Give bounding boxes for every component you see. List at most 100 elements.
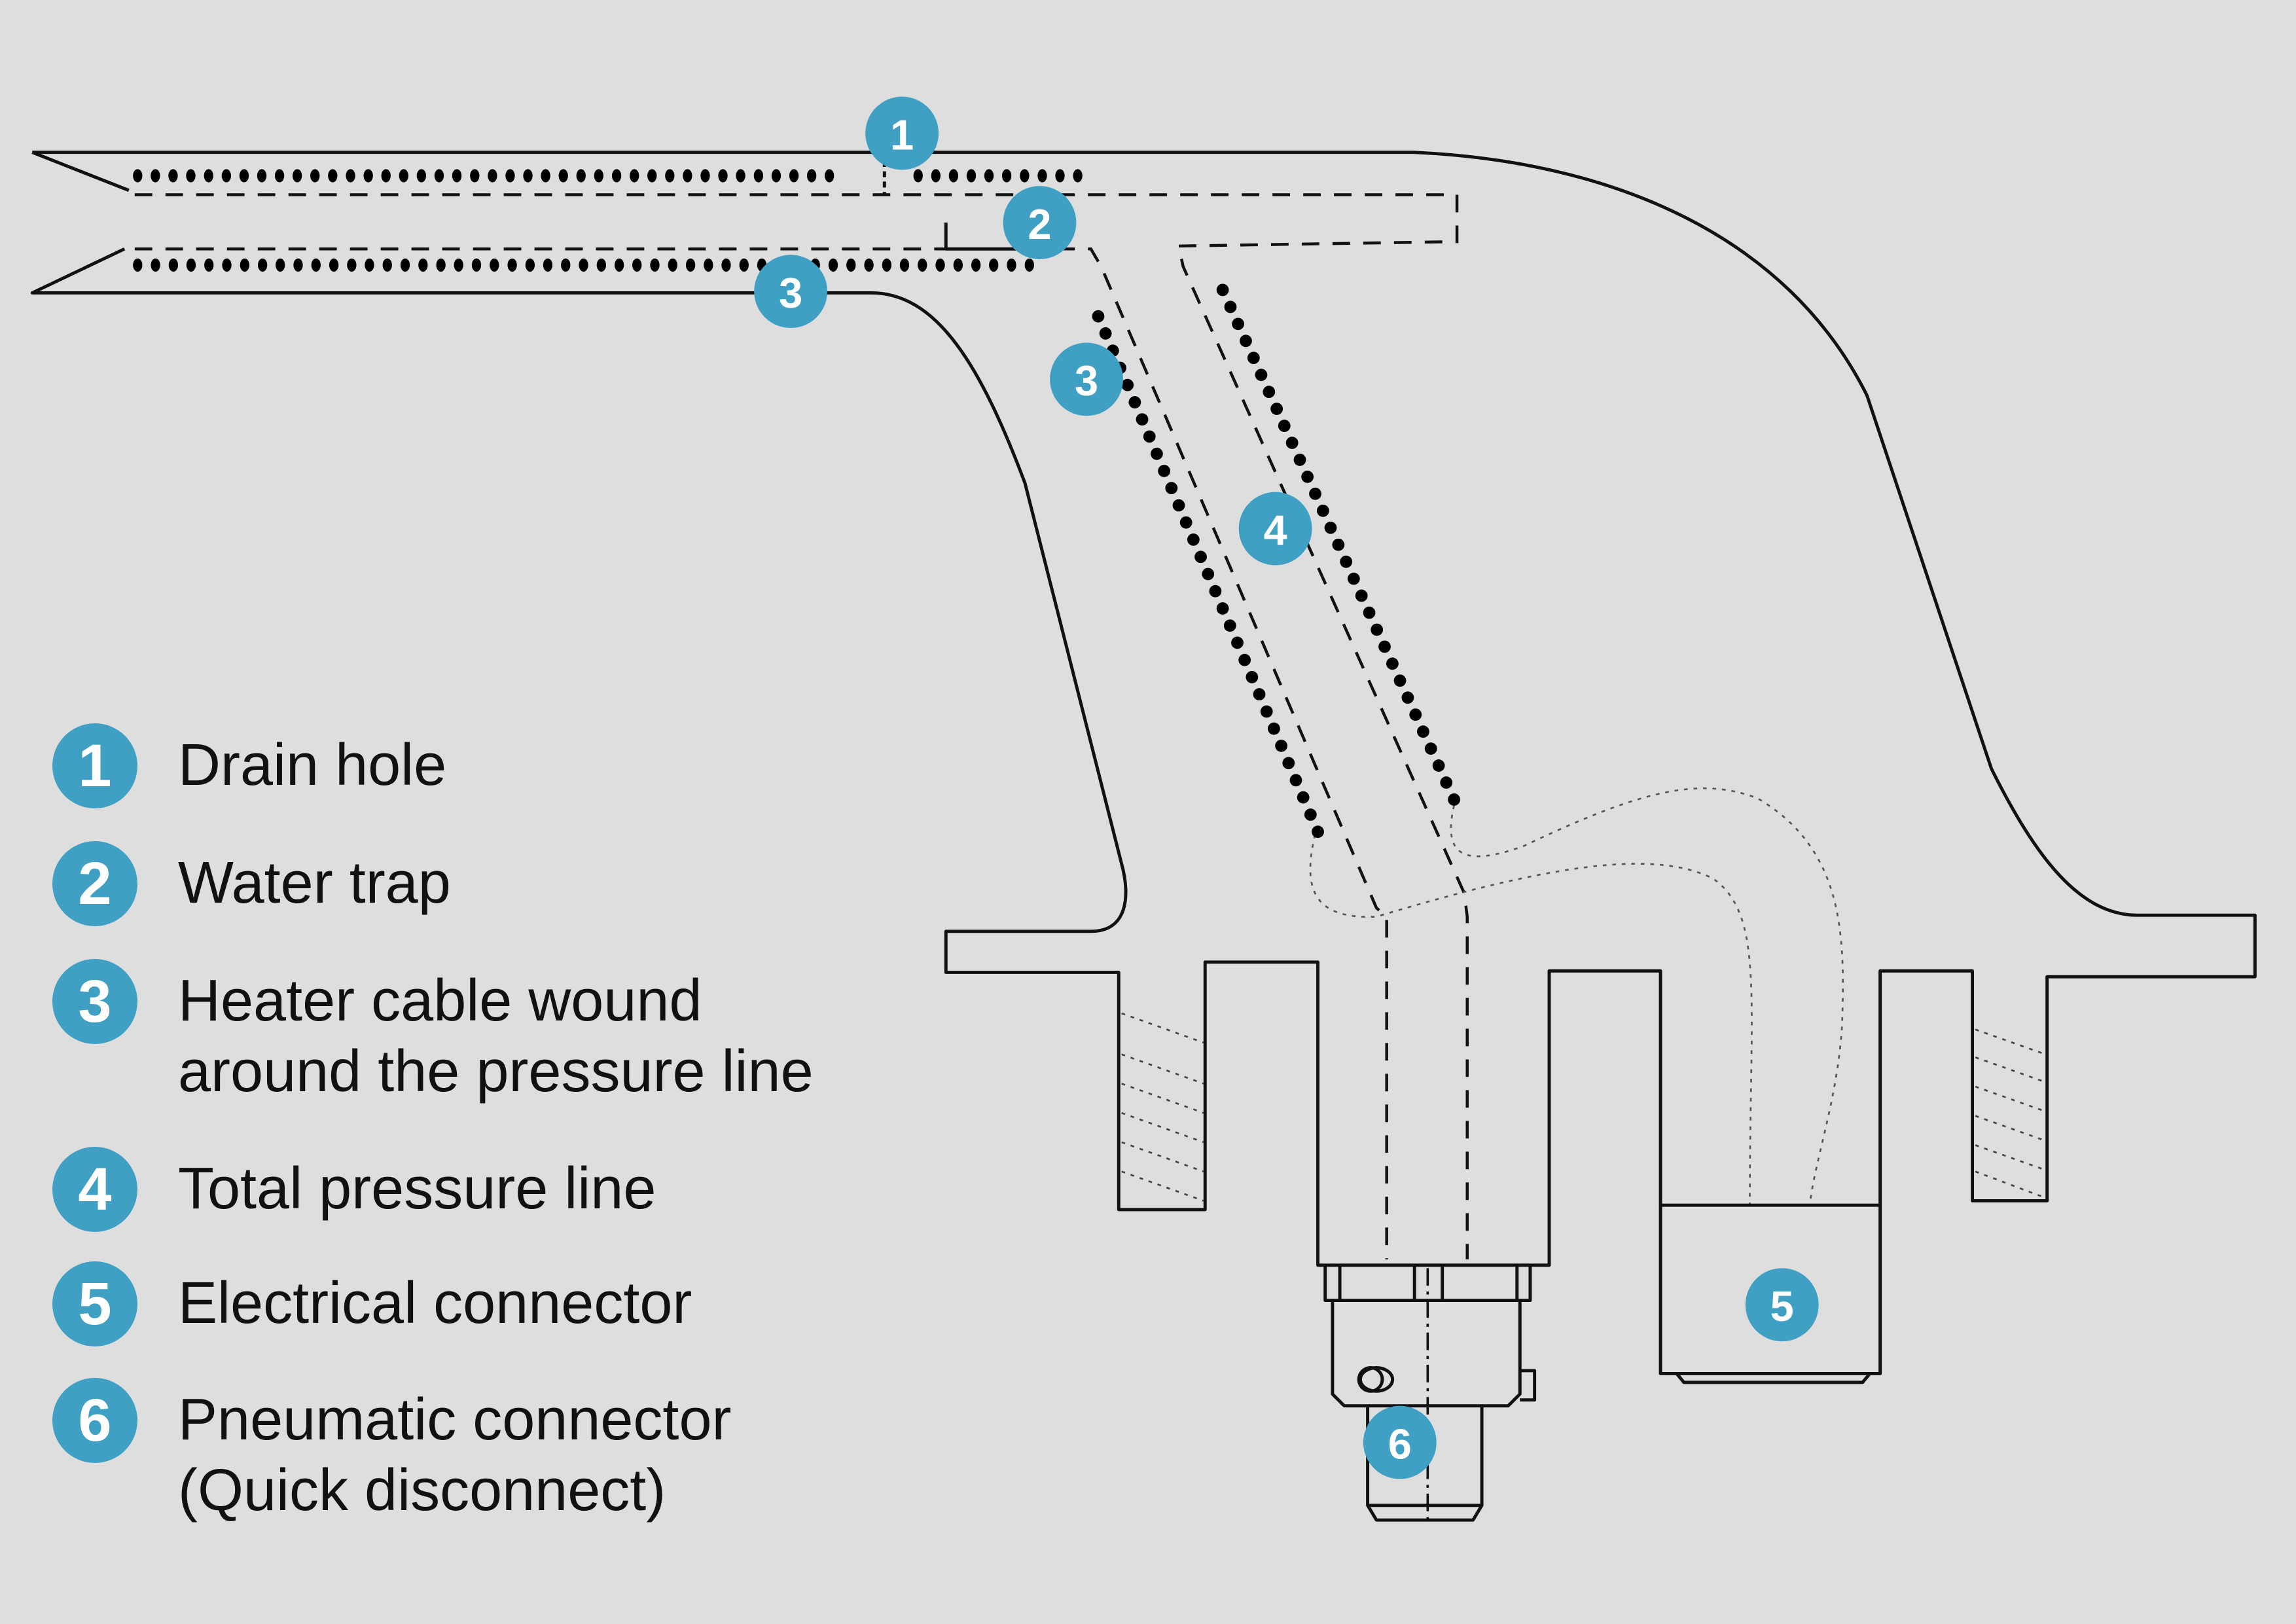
heater-dot	[1270, 403, 1283, 416]
legend-item-water-trap: 2 Water trap	[52, 841, 451, 926]
pressure-channel-upper	[134, 193, 1469, 1259]
heater-dot	[454, 258, 463, 272]
heater-dot	[470, 169, 480, 183]
legend-item-pneumatic-connector: 6 Pneumatic connector (Quick disconnect)	[52, 1378, 731, 1526]
heater-dot	[579, 258, 588, 272]
heater-dot	[650, 258, 660, 272]
probe-body-outline	[30, 151, 2257, 1267]
heater-dot	[935, 258, 945, 272]
heater-dot	[1165, 482, 1178, 495]
heater-dot	[1020, 169, 1030, 183]
heater-dot	[274, 169, 285, 183]
heater-dot	[913, 169, 923, 183]
heater-dot	[186, 169, 196, 183]
heater-dot	[668, 258, 677, 272]
heater-dot	[436, 258, 446, 272]
heater-dot	[1278, 420, 1291, 432]
heater-dot	[1275, 739, 1287, 752]
heater-dot	[488, 169, 497, 183]
pressure-channel-lower	[134, 247, 1388, 1259]
heater-dot	[1253, 688, 1266, 701]
heater-dot	[1260, 705, 1273, 718]
heater-dot	[1143, 430, 1156, 443]
heater-dot	[753, 169, 764, 183]
heater-dot	[665, 169, 675, 183]
heater-dot	[1409, 708, 1422, 721]
heater-dot	[204, 258, 214, 272]
heater-dot	[1246, 671, 1259, 683]
legend-label: Total pressure line	[178, 1156, 656, 1221]
heater-dot	[561, 258, 571, 272]
heater-dot	[736, 169, 745, 183]
legend-label: Water trap	[178, 850, 451, 916]
heater-dot	[507, 258, 517, 272]
heater-dot	[1355, 589, 1368, 602]
heater-dot	[382, 258, 392, 272]
heater-dot	[771, 169, 781, 183]
heater-dot	[1312, 825, 1324, 839]
heater-dot	[541, 169, 550, 183]
heater-dot	[1092, 310, 1105, 323]
heater-dot	[490, 258, 499, 272]
heater-dot	[239, 169, 249, 183]
heater-dot	[1263, 386, 1276, 399]
callout-badge-6: 6	[1363, 1405, 1437, 1479]
heater-dot	[1340, 555, 1353, 568]
heater-dot	[718, 169, 728, 183]
heater-dot	[704, 258, 713, 272]
heater-dot	[471, 258, 482, 272]
legend-number-badge: 3	[52, 959, 137, 1044]
heater-dot	[240, 258, 250, 272]
heater-dot	[1151, 447, 1163, 460]
heater-dot	[630, 169, 639, 183]
legend-number-badge: 5	[52, 1261, 137, 1346]
heater-dot	[1386, 657, 1399, 670]
heater-dot	[1378, 640, 1391, 653]
heater-dot	[825, 169, 834, 183]
heater-dot	[882, 258, 892, 272]
heater-dot	[168, 169, 178, 183]
heater-dot	[1424, 742, 1437, 755]
legend-label: Drain hole	[178, 732, 447, 798]
heater-dot	[310, 169, 320, 183]
heater-dot	[1268, 722, 1280, 735]
heater-dot	[221, 169, 232, 183]
heater-dot	[948, 169, 959, 183]
heater-dot	[399, 169, 408, 183]
callout-badge-1: 1	[865, 96, 939, 170]
heater-dot	[1223, 619, 1236, 632]
heater-dot	[311, 258, 321, 272]
heater-cable-dots-diagonal-right	[1216, 283, 1460, 806]
heater-dot	[434, 169, 444, 183]
heater-dot	[1224, 300, 1237, 314]
heater-dot	[1448, 793, 1460, 806]
heater-dot	[971, 258, 981, 272]
svg-text:6: 6	[1388, 1420, 1412, 1468]
svg-text:2: 2	[1028, 200, 1051, 248]
heater-dot	[1255, 369, 1268, 382]
pneumatic-connector	[1323, 1265, 1537, 1526]
heater-dot	[632, 258, 642, 272]
heater-dot	[611, 169, 622, 183]
heater-cable-wire-inner	[1309, 834, 1753, 1204]
heater-dot	[1179, 516, 1193, 529]
heater-dot	[347, 258, 357, 272]
heater-dot	[543, 258, 553, 272]
heater-dot	[381, 169, 391, 183]
heater-dot	[683, 169, 692, 183]
heater-dot	[1316, 504, 1329, 517]
heater-dot	[1055, 169, 1065, 183]
heater-dot	[1073, 169, 1083, 183]
heater-dot	[966, 169, 977, 183]
svg-text:3: 3	[1075, 357, 1098, 405]
legend-label: Pneumatic connector (Quick disconnect)	[178, 1387, 732, 1523]
heater-dot	[1202, 568, 1215, 581]
heater-dot	[186, 258, 196, 272]
legend-item-heater-cable: 3 Heater cable wound around the pressure…	[52, 959, 814, 1107]
heater-dot	[133, 258, 143, 272]
heater-dot	[1231, 636, 1244, 649]
water-trap-step	[944, 223, 1026, 251]
heater-dot	[151, 169, 160, 183]
callout-badge-4: 4	[1238, 492, 1312, 566]
heater-dot	[418, 258, 428, 272]
